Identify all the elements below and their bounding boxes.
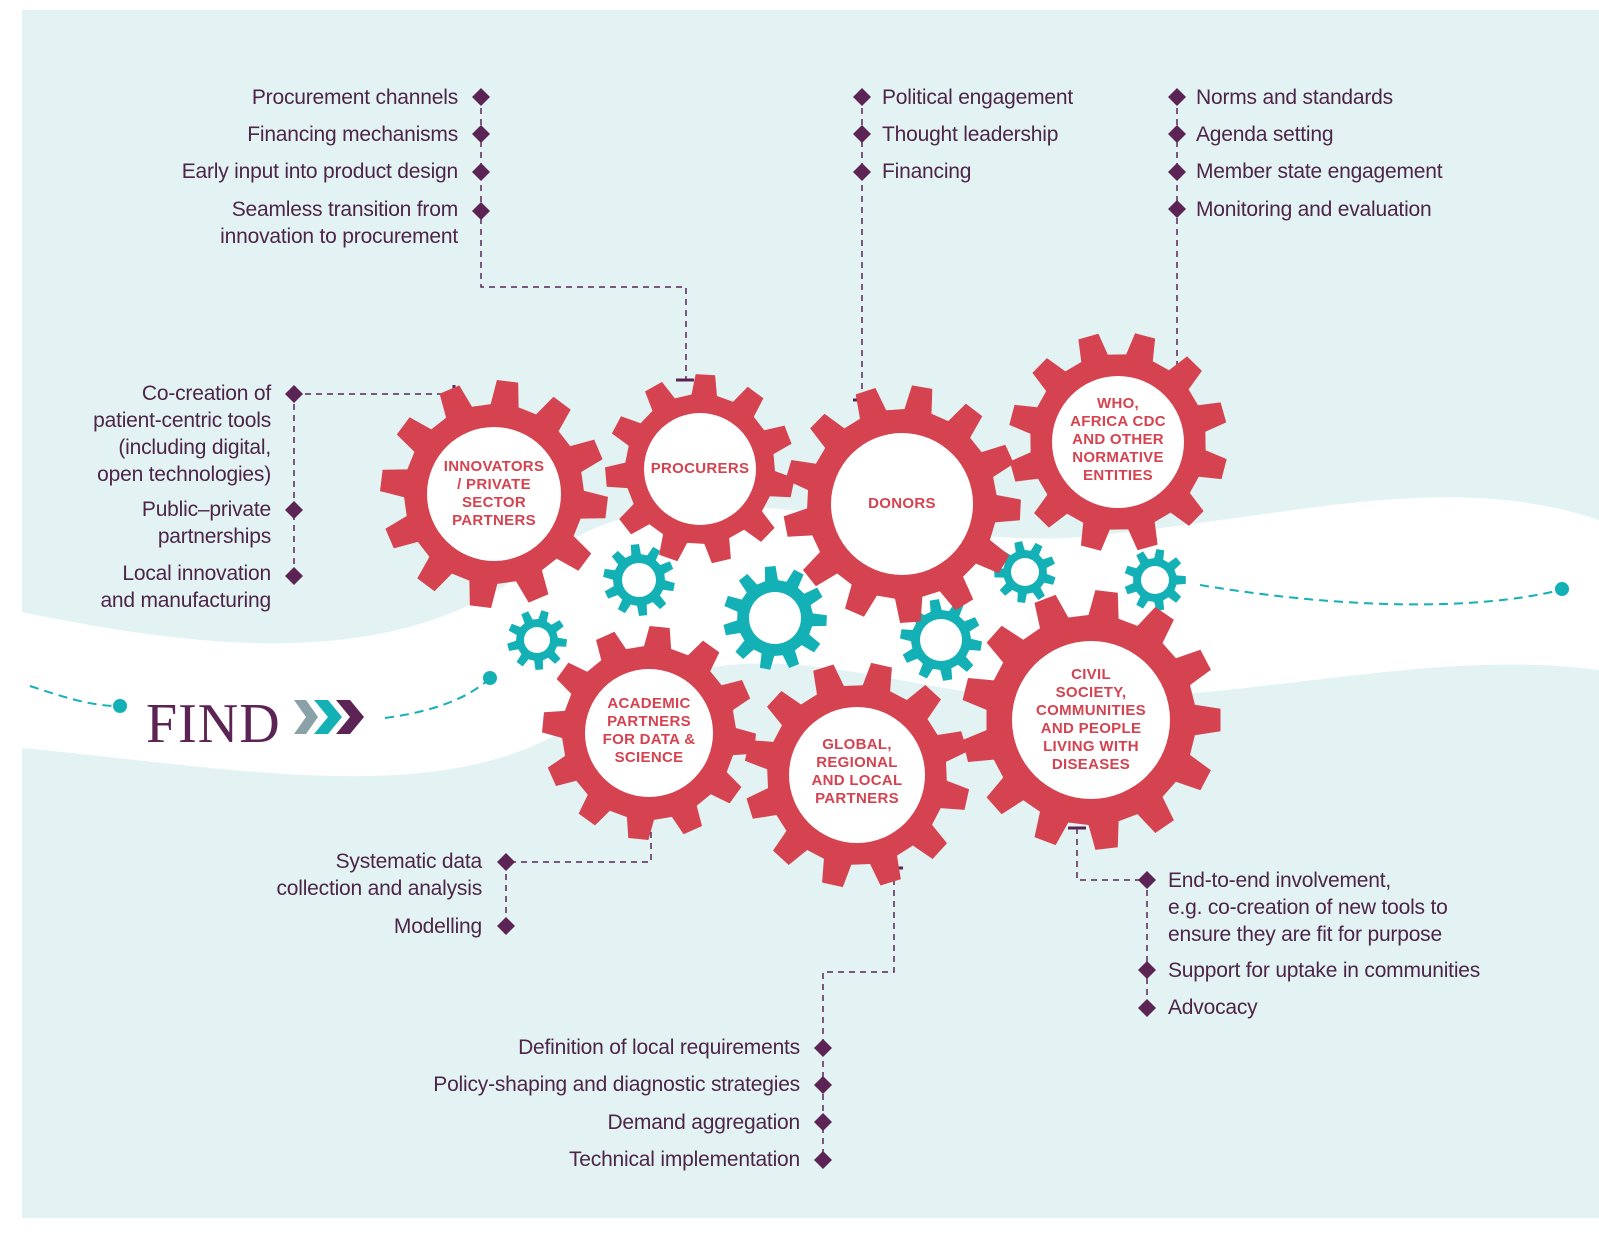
bullet-diamond-icon	[497, 853, 515, 871]
bullet-diamond-icon	[1168, 163, 1186, 181]
bullet-diamond-icon	[285, 385, 303, 403]
donors-item: Thought leadership	[882, 123, 1059, 146]
procurers-item: Early input into product design	[181, 160, 459, 183]
gear-label-who: WHO, AFRICA CDC AND OTHER NORMATIVE ENTI…	[1070, 395, 1166, 484]
global-item: Policy-shaping and diagnostic strategies	[433, 1073, 800, 1096]
bullet-diamond-icon	[472, 163, 490, 181]
civil-item: Support for uptake in communities	[1168, 959, 1481, 982]
who-item: Agenda setting	[1196, 123, 1334, 146]
bullet-diamond-icon	[472, 88, 490, 106]
teal-gear	[507, 610, 567, 670]
procurers-item: Procurement channels	[251, 86, 458, 109]
donors-item: Political engagement	[882, 86, 1073, 109]
gear-label-innovators: INNOVATORS / PRIVATE SECTOR PARTNERS	[443, 458, 545, 529]
gear-label-procurers: PROCURERS	[650, 460, 750, 477]
teal-gear	[603, 544, 675, 616]
innovators-item: Co-creation of patient-centric tools (in…	[93, 382, 271, 486]
innovators-item: Local innovation and manufacturing	[100, 562, 271, 612]
who-item: Member state engagement	[1196, 160, 1443, 183]
bullet-diamond-icon	[497, 917, 515, 935]
procurers-item: Financing mechanisms	[247, 123, 458, 146]
innovators-item: Public–private partnerships	[141, 498, 271, 548]
teal-gear	[723, 566, 827, 670]
gear-donors	[783, 385, 1021, 623]
bullet-diamond-icon	[853, 125, 871, 143]
gear-global	[744, 662, 970, 888]
bullet-diamond-icon	[285, 567, 303, 585]
gear-label-donors: DONORS	[868, 495, 936, 512]
academic-item: Modelling	[393, 915, 482, 938]
find-chevron-icon	[294, 700, 364, 734]
global-item: Technical implementation	[569, 1148, 800, 1171]
bullet-diamond-icon	[853, 163, 871, 181]
bullet-diamond-icon	[285, 501, 303, 519]
bullet-diamond-icon	[1138, 961, 1156, 979]
teal-gear	[1124, 549, 1186, 611]
bullet-diamond-icon	[1138, 871, 1156, 889]
connector-global	[822, 868, 895, 1160]
bullet-diamond-icon	[1168, 88, 1186, 106]
gear-innovators	[380, 380, 608, 608]
flow-dot-right	[1555, 582, 1569, 596]
connector-civil	[1076, 828, 1148, 1008]
gear-academic	[542, 626, 756, 840]
bullet-diamond-icon	[814, 1113, 832, 1131]
donors-item: Financing	[882, 160, 972, 183]
procurers-item: Seamless transition from innovation to p…	[220, 198, 458, 248]
connector-academic	[505, 810, 652, 926]
flow-dot-left	[113, 699, 127, 713]
civil-item: End-to-end involvement, e.g. co-creation…	[1168, 869, 1448, 946]
gear-who	[1009, 333, 1227, 551]
who-item: Norms and standards	[1196, 86, 1393, 109]
teal-gear	[994, 541, 1056, 603]
bullet-diamond-icon	[472, 125, 490, 143]
bullet-diamond-icon	[853, 88, 871, 106]
flow-line-left	[29, 685, 119, 707]
bullet-diamond-icon	[1168, 125, 1186, 143]
gear-label-civil: CIVIL SOCIETY, COMMUNITIES AND PEOPLE LI…	[1036, 666, 1146, 773]
gear-procurers	[605, 374, 795, 564]
gear-civil	[962, 590, 1221, 850]
gear-label-global: GLOBAL, REGIONAL AND LOCAL PARTNERS	[811, 736, 903, 807]
global-item: Definition of local requirements	[518, 1036, 800, 1059]
gear-label-academic: ACADEMIC PARTNERS FOR DATA & SCIENCE	[602, 695, 696, 766]
connector-innovators	[293, 393, 454, 576]
bullet-diamond-icon	[814, 1151, 832, 1169]
academic-item: Systematic data collection and analysis	[276, 850, 482, 900]
flow-dot-logo	[483, 671, 497, 685]
bullet-diamond-icon	[1168, 200, 1186, 218]
flow-line-logo	[384, 679, 489, 719]
bullet-diamond-icon	[814, 1076, 832, 1094]
bullet-diamond-icon	[814, 1039, 832, 1057]
bullet-diamond-icon	[472, 202, 490, 220]
who-item: Monitoring and evaluation	[1196, 198, 1432, 221]
bullet-diamond-icon	[1138, 999, 1156, 1017]
global-item: Demand aggregation	[607, 1111, 800, 1134]
find-logo: FIND	[146, 693, 281, 755]
connector-procurers	[480, 97, 687, 380]
civil-item: Advocacy	[1168, 996, 1258, 1019]
